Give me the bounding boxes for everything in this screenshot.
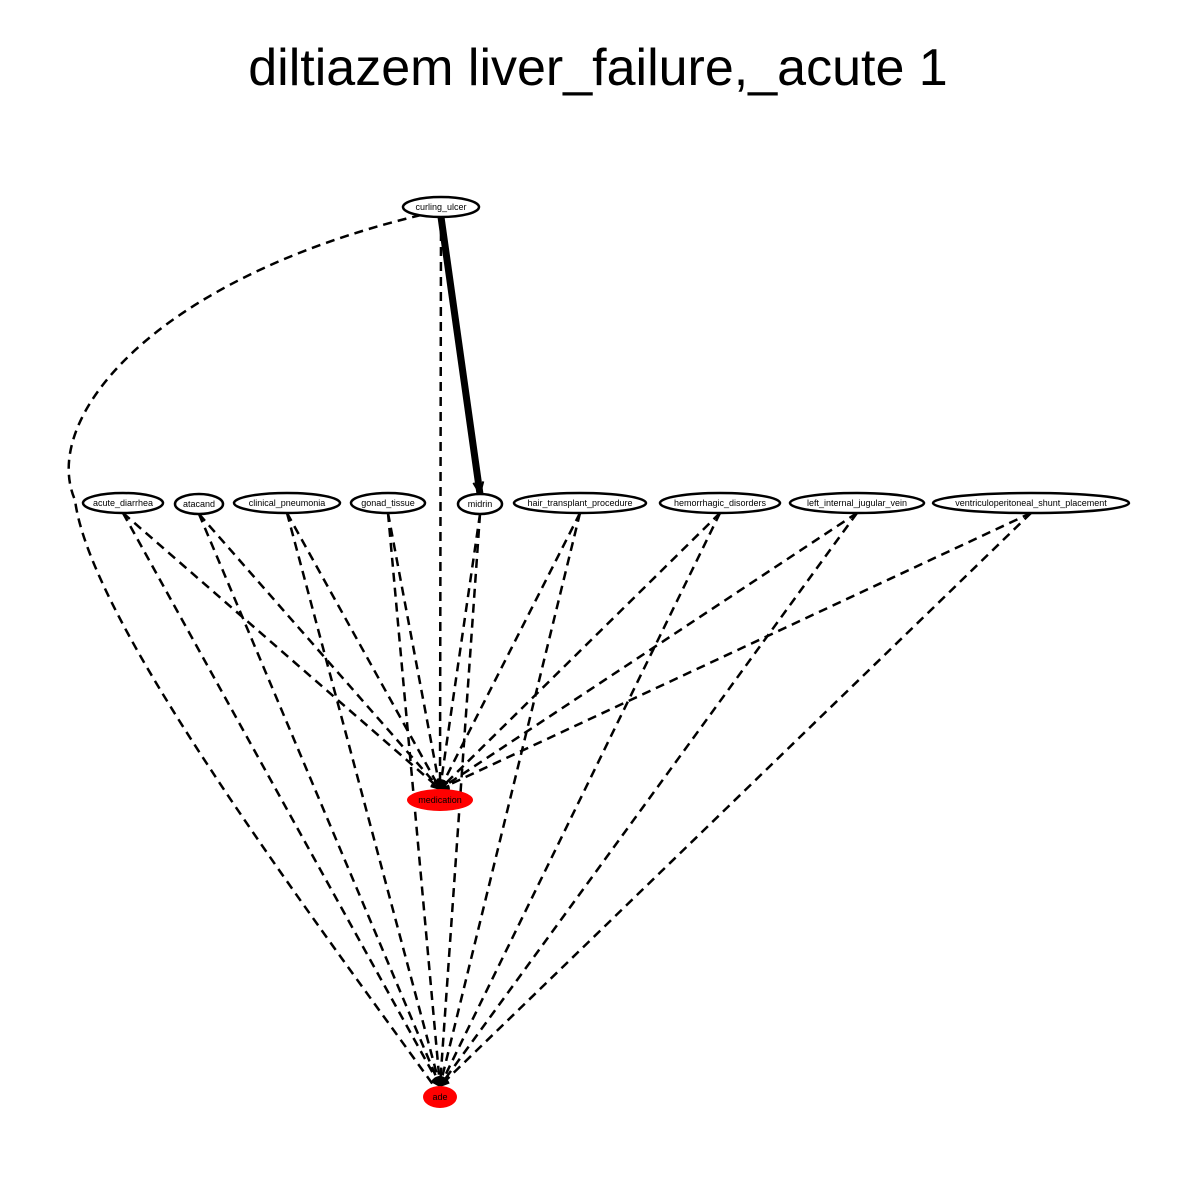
- nodes-layer: curling_ulcer acute_diarrhea atacand clinic…: [81, 195, 1131, 1108]
- edge-line: [438, 513, 482, 790]
- node-ellipse: [173, 492, 225, 516]
- edge-line: [438, 512, 582, 1087]
- node-clinical_pneumonia: clinical_pneumonia: [232, 491, 342, 515]
- edge-line: [439, 512, 1032, 1087]
- edge-line: [285, 512, 442, 790]
- edge-line: [122, 512, 441, 790]
- edge-line: [438, 512, 582, 790]
- node-ellipse: [658, 491, 782, 515]
- edge-line: [438, 512, 859, 1087]
- node-ventriculoperitoneal_shunt_placement: ventriculoperitoneal_shunt_placement: [931, 491, 1131, 515]
- node-ellipse: [407, 789, 473, 811]
- node-ellipse: [423, 1086, 457, 1108]
- node-label: clinical_pneumonia: [249, 498, 326, 508]
- node-label: hemorrhagic_disorders: [674, 498, 767, 508]
- edge-line: [121, 512, 442, 1087]
- node-ellipse: [456, 492, 504, 516]
- edge-line: [198, 513, 441, 790]
- node-label: hair_transplant_procedure: [527, 498, 632, 508]
- node-label: acute_diarrhea: [93, 498, 153, 508]
- edge-line: [67, 213, 436, 1087]
- edge-line: [439, 512, 721, 790]
- node-ade: ade: [423, 1086, 457, 1108]
- node-curling_ulcer: curling_ulcer: [401, 195, 481, 219]
- edge-line: [438, 512, 722, 1087]
- node-label: left_internal_jugular_vein: [807, 498, 907, 508]
- node-label: ventriculoperitoneal_shunt_placement: [955, 498, 1107, 508]
- node-ellipse: [401, 195, 481, 219]
- node-hair_transplant_procedure: hair_transplant_procedure: [512, 491, 648, 515]
- node-ellipse: [81, 491, 165, 515]
- node-ellipse: [931, 491, 1131, 515]
- node-label: gonad_tissue: [361, 498, 415, 508]
- node-atacand: atacand: [173, 492, 225, 516]
- edge-line: [439, 511, 1032, 791]
- node-medication: medication: [407, 789, 473, 811]
- node-left_internal_jugular_vein: left_internal_jugular_vein: [788, 491, 926, 515]
- node-label: curling_ulcer: [415, 202, 466, 212]
- node-label: ade: [432, 1092, 447, 1102]
- edge-line: [197, 513, 442, 1087]
- node-ellipse: [349, 491, 427, 515]
- node-acute_diarrhea: acute_diarrhea: [81, 491, 165, 515]
- edge-line: [386, 512, 442, 790]
- node-label: medication: [418, 795, 462, 805]
- node-gonad_tissue: gonad_tissue: [349, 491, 427, 515]
- edge-line: [439, 511, 858, 791]
- node-ellipse: [788, 491, 926, 515]
- edge-line: [438, 216, 443, 790]
- node-ellipse: [512, 491, 648, 515]
- node-label: midrin: [468, 499, 493, 509]
- node-hemorrhagic_disorders: hemorrhagic_disorders: [658, 491, 782, 515]
- edge-line: [437, 216, 484, 495]
- node-ellipse: [232, 491, 342, 515]
- node-label: atacand: [183, 499, 215, 509]
- diagram-title: diltiazem liver_failure,_acute 1: [248, 39, 947, 97]
- node-midrin: midrin: [456, 492, 504, 516]
- edge-line: [285, 512, 442, 1087]
